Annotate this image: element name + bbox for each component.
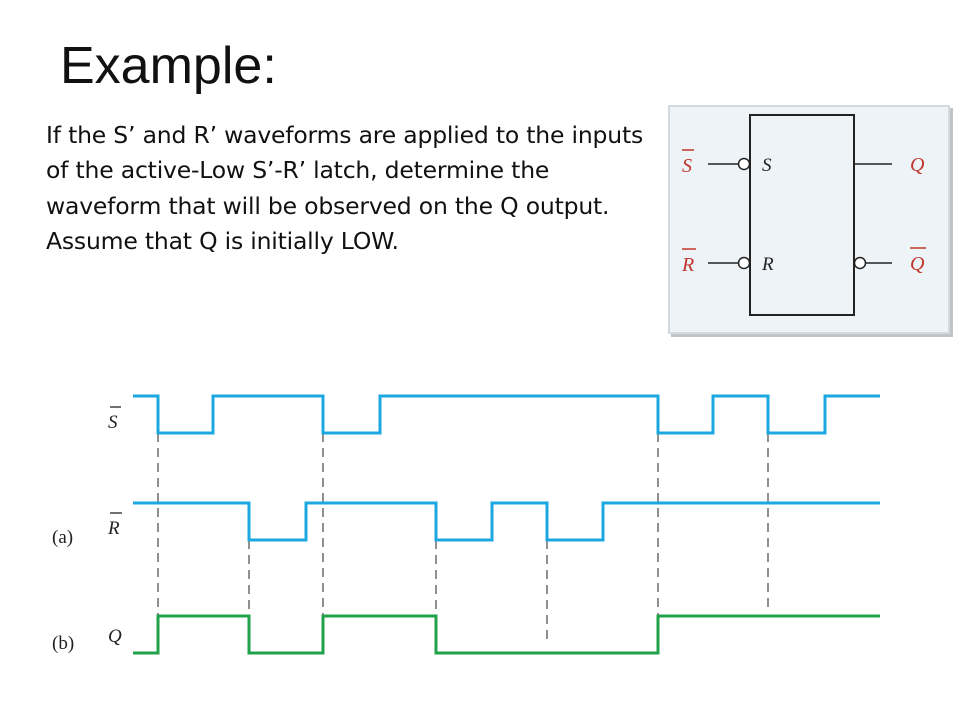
s-input-label: S: [682, 155, 692, 177]
latch-box: [749, 114, 855, 316]
s-row-label: S: [108, 412, 118, 433]
box-r-label: R: [761, 254, 774, 275]
latch-diagram: S R S R Q Q: [668, 105, 950, 334]
r-row-label: R: [107, 518, 120, 539]
q-output-label: Q: [910, 154, 925, 176]
q-waveform: [133, 614, 880, 655]
r-input-label: R: [681, 254, 694, 276]
part-b-label: (b): [52, 633, 74, 654]
r-waveform: [133, 501, 880, 542]
problem-statement: If the S’ and R’ waveforms are applied t…: [46, 121, 644, 255]
q-row-label: Q: [108, 626, 122, 647]
part-a-label: (a): [52, 527, 73, 548]
box-s-label: S: [762, 155, 772, 176]
slide-title: Example:: [60, 37, 277, 95]
timing-diagram: S R Q (a) (b): [40, 380, 920, 680]
qbar-output-bubble: [853, 256, 867, 270]
s-input-bubble: [737, 157, 751, 171]
qbar-output-label: Q: [910, 253, 925, 275]
r-input-bubble: [737, 256, 751, 270]
s-waveform: [133, 394, 880, 435]
